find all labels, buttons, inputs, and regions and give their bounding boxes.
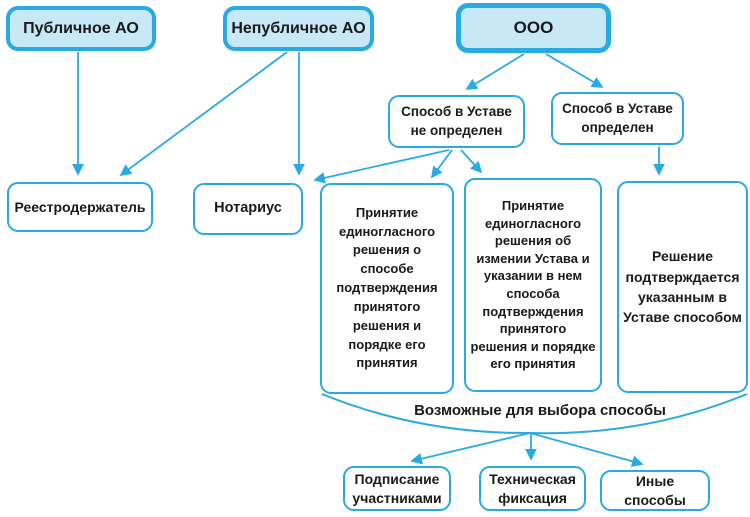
node-public-ao-label: Публичное АО <box>23 19 139 37</box>
node-other-methods: Иные способы <box>600 470 710 511</box>
node-signing-by-participants: Подписание участниками <box>343 466 451 511</box>
node-ooo: ООО <box>456 3 611 53</box>
arrow-funnel-to-other <box>529 432 644 467</box>
node-signing-by-participants-label: Подписание участниками <box>352 470 442 506</box>
node-method-not-defined-label: Способ в Уставе не определен <box>401 104 512 138</box>
node-method-defined-label: Способ в Уставе определен <box>562 101 673 135</box>
node-nonpublic-ao: Непубличное АО <box>223 6 374 51</box>
node-registrar-label: Реестродержатель <box>14 198 146 215</box>
arrow-ooo-to-method-not-defined <box>465 53 525 90</box>
node-notary: Нотариус <box>193 183 303 235</box>
arrow-method-not-defined-to-tall2 <box>460 149 483 174</box>
node-ooo-label: ООО <box>513 17 554 37</box>
node-other-methods-label: Иные способы <box>624 472 686 508</box>
node-nonpublic-ao-label: Непубличное АО <box>231 19 366 37</box>
node-registrar: Реестродержатель <box>7 182 153 232</box>
node-unanimous-decision-charter: Принятие единогласного решения об измени… <box>464 178 602 392</box>
node-technical-fixation-label: Техническая фиксация <box>489 470 576 506</box>
node-decision-confirmed-by-charter-label: Решение подтверждается указанным в Устав… <box>623 248 742 326</box>
arrow-funnel-to-signing <box>410 432 531 465</box>
arrow-nonpublic-ao-to-registrar <box>119 51 288 177</box>
node-unanimous-decision-charter-label: Принятие единогласного решения об измени… <box>470 198 596 372</box>
arrow-method-not-defined-to-tall1 <box>430 149 453 179</box>
node-public-ao: Публичное АО <box>6 6 156 51</box>
node-unanimous-decision-method-label: Принятие единогласного решения о способе… <box>336 204 438 371</box>
node-method-defined: Способ в Уставе определен <box>551 92 684 145</box>
arrow-ooo-to-method-defined <box>545 53 604 88</box>
node-unanimous-decision-method: Принятие единогласного решения о способе… <box>320 183 454 394</box>
node-decision-confirmed-by-charter: Решение подтверждается указанным в Устав… <box>617 181 748 393</box>
node-notary-label: Нотариус <box>214 200 282 217</box>
node-method-not-defined: Способ в Уставе не определен <box>388 95 525 148</box>
funnel-label: Возможные для выбора способы <box>414 402 666 419</box>
node-technical-fixation: Техническая фиксация <box>479 466 586 511</box>
arrow-method-not-defined-to-notary <box>313 149 450 184</box>
